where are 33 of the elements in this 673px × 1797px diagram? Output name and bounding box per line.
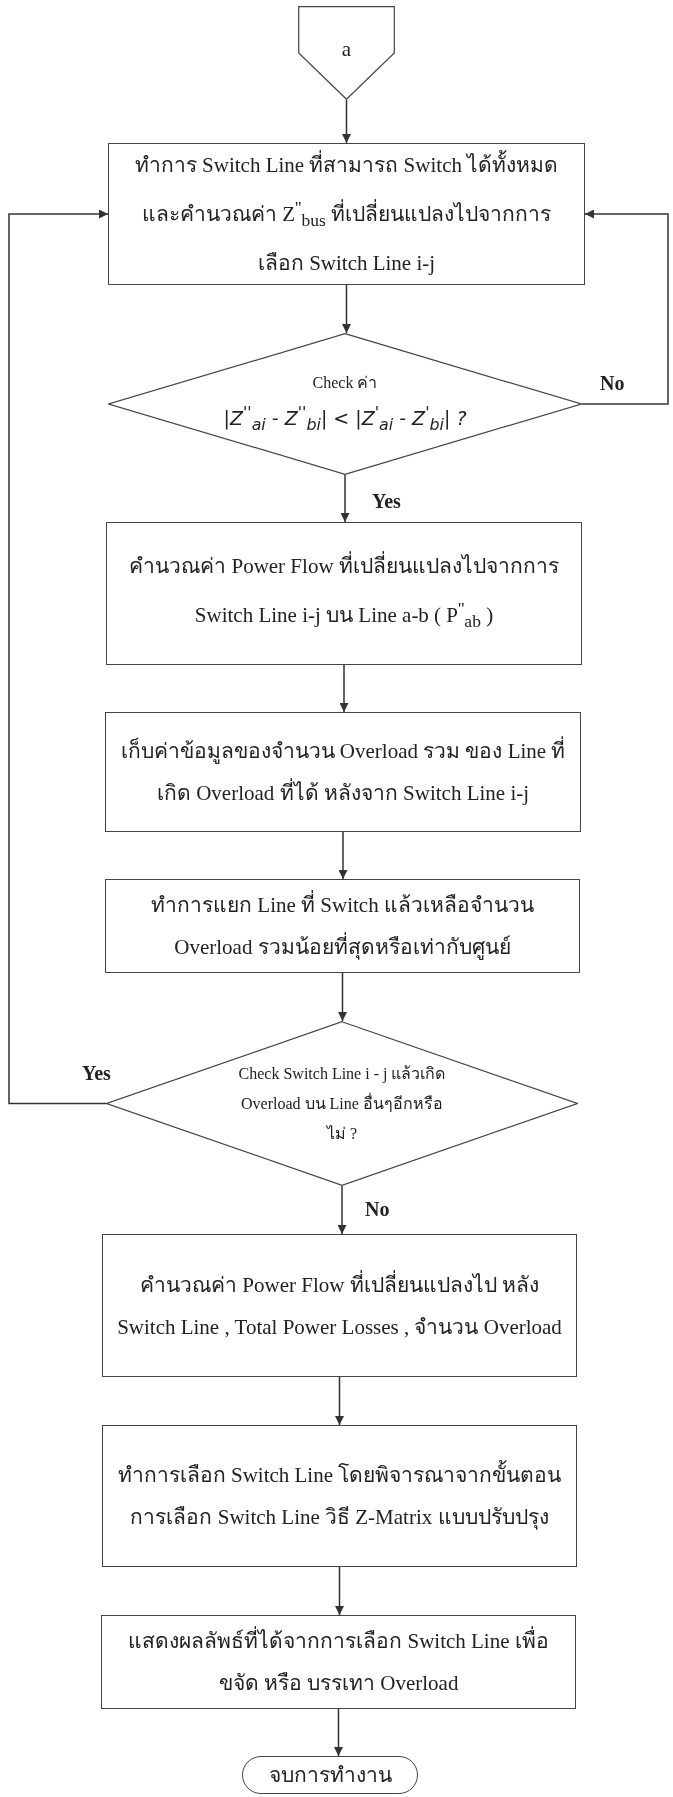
arrow (342, 284, 351, 334)
decision-text: Check ค่า (312, 372, 378, 393)
step-text: ทำการ Switch Line ที่สามารถ Switch ได้ทั้งหมด และคำนวณค่า Z$^{''}$$_{bus}$ ที่เปลี่ยนแปลงไปจากการเลือก Switch Line i-j (123, 144, 570, 284)
step-text: เก็บค่าข้อมูลของจำนวน Overload รวม ของ Line ที่เกิด Overload ที่ได้ หลังจาก Switch Line i-j (120, 730, 566, 814)
process-box (102, 1234, 577, 1377)
decision-diamond (108, 333, 582, 475)
process-box (102, 1425, 577, 1567)
arrow (340, 474, 350, 523)
arrow (335, 1376, 344, 1426)
arrow (339, 664, 349, 713)
decision-text: |Z$^{''}$$_{ai}$ - Z$^{''}$$_{bi}$| < |Z$^{'}$$_{ai}$ - Z$^{'}$$_{bi}$| ? (223, 401, 467, 437)
process-box (106, 522, 582, 665)
terminal (242, 1756, 418, 1794)
step-text: ทำการแยก Line ที่ Switch แล้วเหลือจำนวน Overload รวมน้อยที่สุดหรือเท่ากับศูนย์ (120, 884, 565, 968)
step-text: คำนวณค่า Power Flow ที่เปลี่ยนแปลงไป หลัง Switch Line , Total Power Losses , จำนวน Overload (117, 1269, 562, 1341)
process-box (105, 712, 581, 832)
arrow (337, 1185, 347, 1235)
decision-text: Check Switch Line i - j แล้วเกิด Overload บน Line อื่นๆอีกหรือไม่ ? (237, 1063, 447, 1144)
arrow (335, 1566, 344, 1616)
arrow (334, 1708, 343, 1757)
off-page-connector (298, 6, 395, 100)
arrow (342, 99, 351, 144)
step-text: คำนวณค่า Power Flow ที่เปลี่ยนแปลงไปจากการ Switch Line i-j บน Line a-b ( P$^{''}$$_{ab}$ ) (128, 550, 560, 634)
step-text: ทำการเลือก Switch Line โดยพิจารณาจากขั้นตอนการเลือก Switch Line วิธี Z-Matrix แบบปรับปรุง (117, 1454, 562, 1538)
connector-label: a (341, 36, 352, 63)
step-text: แสดงผลลัพธ์ที่ได้จากการเลือก Switch Line เพื่อ ขจัด หรือ บรรเทา Overload (116, 1620, 561, 1704)
step-text: จบการทำงาน (268, 1762, 392, 1789)
process-box (105, 879, 580, 973)
arrow (338, 831, 348, 880)
arrow (581, 209, 669, 405)
arrow (338, 972, 347, 1022)
arrow (8, 209, 109, 1105)
process-box (101, 1615, 576, 1709)
